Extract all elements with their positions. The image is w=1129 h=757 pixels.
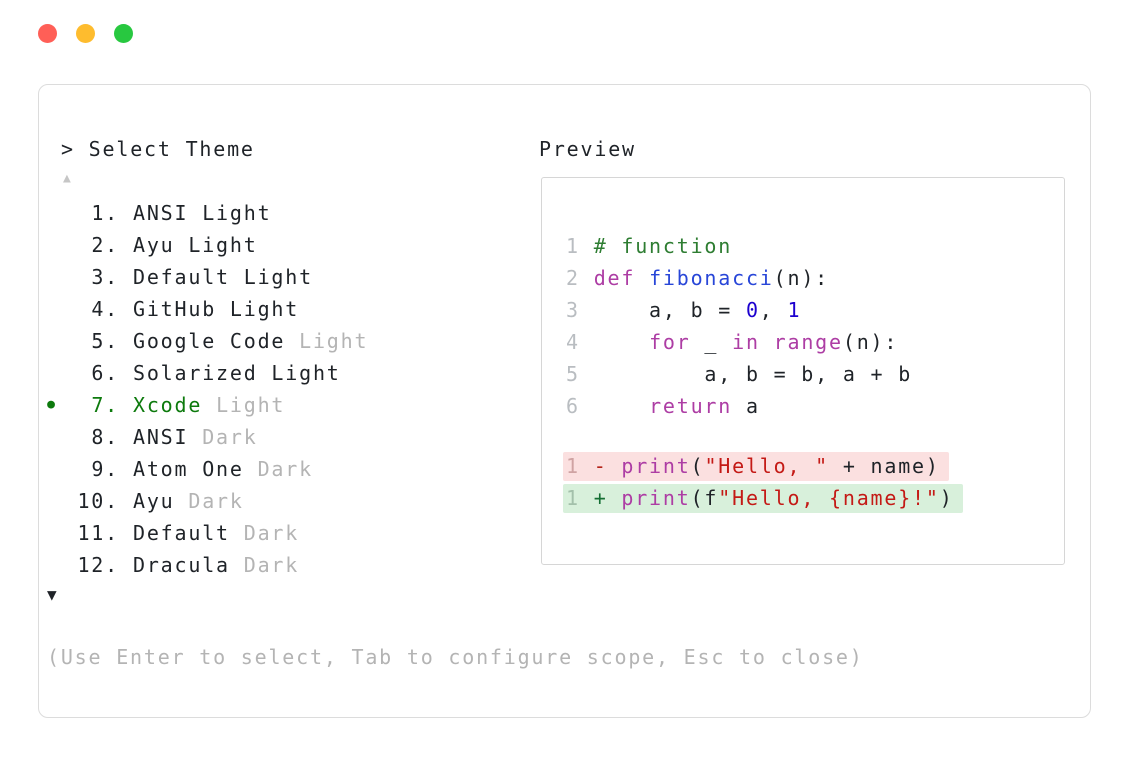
theme-item-ayu-light[interactable]: 2. Ayu Light <box>39 229 368 261</box>
theme-item-number: 11. <box>77 521 119 545</box>
theme-item-ansi-dark[interactable]: 8. ANSI Dark <box>39 421 368 453</box>
theme-item-label: Ayu Dark <box>133 489 244 513</box>
theme-item-default-light[interactable]: 3. Default Light <box>39 261 368 293</box>
code-line-5: 5 a, b = b, a + b <box>566 362 913 386</box>
code-line-2: 2 def fibonacci(n): <box>566 266 830 290</box>
theme-item-label: GitHub Light <box>133 297 300 321</box>
diff-line-removed: 1 - print("Hello, " + name) <box>563 452 949 481</box>
code-line-1: 1 # function <box>566 234 733 258</box>
theme-item-atom-one-dark[interactable]: 9. Atom One Dark <box>39 453 368 485</box>
theme-item-label: Default Light <box>133 265 313 289</box>
theme-item-xcode-light[interactable]: ● 7. Xcode Light <box>39 389 368 421</box>
theme-item-number: 8. <box>91 425 119 449</box>
theme-item-label: Dracula Dark <box>133 553 300 577</box>
theme-item-ayu-dark[interactable]: 10. Ayu Dark <box>39 485 368 517</box>
help-text: (Use Enter to select, Tab to configure s… <box>47 645 864 669</box>
scroll-up-indicator[interactable]: ▲ <box>63 171 71 186</box>
theme-item-number: 3. <box>91 265 119 289</box>
minimize-button[interactable] <box>76 24 95 43</box>
code-line-3: 3 a, b = 0, 1 <box>566 298 802 322</box>
theme-item-google-code-light[interactable]: 5. Google Code Light <box>39 325 368 357</box>
theme-item-label: Solarized Light <box>133 361 341 385</box>
theme-item-number: 10. <box>77 489 119 513</box>
theme-item-dracula-dark[interactable]: 12. Dracula Dark <box>39 549 368 581</box>
preview-title: Preview <box>539 137 636 161</box>
theme-item-label: Ayu Light <box>133 233 258 257</box>
theme-item-ansi-light[interactable]: 1. ANSI Light <box>39 197 368 229</box>
theme-item-number: 2. <box>91 233 119 257</box>
scroll-down-indicator[interactable]: ▼ <box>47 585 57 604</box>
theme-item-label: ANSI Dark <box>133 425 258 449</box>
theme-item-solarized-light[interactable]: 6. Solarized Light <box>39 357 368 389</box>
theme-list: 1. ANSI Light 2. Ayu Light 3. Default Light 4.… <box>39 197 368 581</box>
select-theme-prompt: > Select Theme <box>61 137 255 161</box>
theme-item-number: 5. <box>91 329 119 353</box>
theme-item-number: 4. <box>91 297 119 321</box>
theme-item-label: Atom One Dark <box>133 457 313 481</box>
theme-item-number: 1. <box>91 201 119 225</box>
code-line-6: 6 return a <box>566 394 760 418</box>
theme-item-github-light[interactable]: 4. GitHub Light <box>39 293 368 325</box>
theme-picker-panel: > Select Theme Preview ▲ 1. ANSI Light 2. A… <box>38 84 1091 718</box>
code-preview: 1 # function 2 def fibonacci(n): 3 a, b = … <box>542 178 1064 422</box>
theme-item-label: Xcode Light <box>133 393 286 417</box>
theme-item-label: Default Dark <box>133 521 300 545</box>
theme-item-label: Google Code Light <box>133 329 369 353</box>
theme-item-number: 6. <box>91 361 119 385</box>
theme-item-number: 9. <box>91 457 119 481</box>
diff-preview: 1 - print("Hello, " + name) 1 + print(f"H… <box>542 452 1064 513</box>
window-controls <box>38 24 133 43</box>
theme-item-number: 12. <box>77 553 119 577</box>
theme-item-default-dark[interactable]: 11. Default Dark <box>39 517 368 549</box>
code-line-4: 4 for _ in range(n): <box>566 330 899 354</box>
selected-item-bullet-icon: ● <box>47 397 55 412</box>
preview-box: 1 # function 2 def fibonacci(n): 3 a, b = … <box>541 177 1065 565</box>
theme-item-number: 7. <box>91 393 119 417</box>
theme-item-label: ANSI Light <box>133 201 272 225</box>
zoom-button[interactable] <box>114 24 133 43</box>
close-button[interactable] <box>38 24 57 43</box>
diff-line-added: 1 + print(f"Hello, {name}!") <box>563 484 963 513</box>
